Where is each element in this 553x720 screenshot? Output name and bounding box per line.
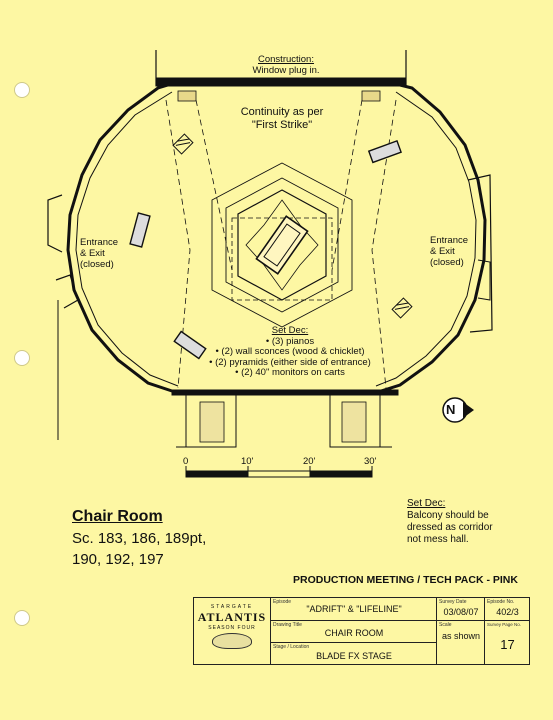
scale-value: as shown bbox=[441, 631, 481, 641]
stage-value: BLADE FX STAGE bbox=[316, 651, 392, 661]
set-dec-title: Set Dec: bbox=[271, 325, 309, 336]
piano-left bbox=[129, 212, 151, 248]
binder-hole-bottom bbox=[14, 610, 30, 626]
logo-top: STARGATE bbox=[210, 604, 254, 610]
scenes-line-1: Sc. 183, 186, 189pt, bbox=[72, 530, 207, 547]
outer-wall-right bbox=[377, 83, 487, 394]
set-dec-item: • (2) pyramids (either side of entrance) bbox=[209, 356, 371, 368]
stage-label: Stage / Location bbox=[273, 644, 310, 650]
entrance-right-line: Entrance bbox=[430, 235, 469, 246]
scale-tick-10: 10' bbox=[241, 456, 254, 467]
drawing-title-cell: Drawing Title CHAIR ROOM bbox=[270, 620, 437, 643]
construction-title: Construction: bbox=[258, 54, 314, 65]
top-wall bbox=[155, 77, 407, 87]
window-plug-right bbox=[361, 90, 381, 102]
episode-value: "ADRIFT" & "LIFELINE" bbox=[306, 604, 402, 614]
piano-bottom bbox=[173, 330, 207, 360]
hatched-pyramid-2 bbox=[391, 297, 413, 319]
scale-tick-20: 20' bbox=[303, 456, 316, 467]
logo-main: ATLANTIS bbox=[197, 610, 267, 624]
set-dec-list: Set Dec: • (3) pianos • (2) wall sconces… bbox=[200, 325, 380, 379]
construction-text: Window plug in. bbox=[252, 65, 320, 76]
episode-no-value: 402/3 bbox=[496, 607, 519, 617]
balcony-note-line: Balcony should be bbox=[407, 510, 489, 521]
balcony-note-line: dressed as corridor bbox=[407, 522, 493, 533]
drawing-title-label: Drawing Title bbox=[273, 622, 302, 628]
continuity-line-2: "First Strike" bbox=[251, 119, 313, 131]
survey-date-value: 03/08/07 bbox=[443, 607, 479, 617]
north-arrow bbox=[442, 397, 474, 423]
piano-top-right bbox=[367, 139, 402, 164]
entrance-left-label: Entrance & Exit (closed) bbox=[80, 237, 118, 270]
set-dec-item: • (3) pianos bbox=[265, 335, 315, 347]
set-dec-item: • (2) 40" monitors on carts bbox=[235, 367, 345, 378]
episode-no-cell: Episode No. 402/3 bbox=[484, 598, 530, 620]
title-block: STARGATE ATLANTIS SEASON FOUR Episode "A… bbox=[193, 597, 530, 665]
window-plug-left bbox=[177, 90, 197, 102]
entrance-right-label: Entrance & Exit (closed) bbox=[430, 235, 468, 268]
pack-header: PRODUCTION MEETING / TECH PACK - PINK bbox=[293, 574, 518, 586]
scale-bar bbox=[185, 466, 373, 478]
balcony-note-title: Set Dec: bbox=[407, 498, 446, 509]
binder-hole-middle bbox=[14, 350, 30, 366]
outer-wall bbox=[66, 83, 176, 394]
entrance-left-line: Entrance bbox=[80, 237, 119, 248]
continuity-line-1: Continuity as per bbox=[240, 106, 324, 118]
logo-emblem-icon bbox=[212, 633, 252, 649]
middle-hexagon bbox=[225, 177, 339, 313]
entrance-left-line: (closed) bbox=[80, 259, 114, 270]
entrance-right-line: (closed) bbox=[430, 257, 464, 268]
construction-note: Construction: Window plug in. bbox=[236, 54, 336, 76]
room-title: Chair Room bbox=[72, 508, 163, 525]
survey-page-cell: Survey Page No. 17 bbox=[484, 620, 530, 665]
logo-sub: SEASON FOUR bbox=[208, 625, 256, 631]
scale-tick-30: 30' bbox=[364, 456, 377, 467]
balcony-note-line: not mess hall. bbox=[407, 534, 469, 545]
scale-cell: Scale as shown bbox=[436, 620, 485, 665]
binder-hole-top bbox=[14, 82, 30, 98]
chair bbox=[255, 215, 309, 275]
logo: STARGATE ATLANTIS SEASON FOUR bbox=[194, 598, 270, 664]
stage-cell: Stage / Location BLADE FX STAGE bbox=[270, 642, 437, 665]
episode-no-label: Episode No. bbox=[487, 599, 515, 605]
bottom-wall bbox=[171, 389, 399, 396]
north-label: N bbox=[446, 402, 456, 417]
survey-page-label: Survey Page No. bbox=[487, 622, 522, 627]
balcony-note: Set Dec: Balcony should be dressed as co… bbox=[407, 498, 493, 546]
entrance-right-line: & Exit bbox=[430, 246, 455, 257]
scale-tick-0: 0 bbox=[183, 456, 189, 467]
survey-date-label: Survey Date bbox=[439, 599, 467, 605]
continuity-note: Continuity as per "First Strike" bbox=[222, 106, 342, 132]
episode-label: Episode bbox=[273, 599, 292, 605]
episode-cell: Episode "ADRIFT" & "LIFELINE" bbox=[270, 598, 437, 620]
entrance-left-line: & Exit bbox=[80, 248, 105, 259]
set-dec-item: • (2) wall sconces (wood & chicklet) bbox=[215, 346, 365, 357]
survey-page-value: 17 bbox=[500, 637, 515, 652]
outer-hexagon bbox=[211, 162, 353, 328]
survey-date-cell: Survey Date 03/08/07 bbox=[436, 598, 485, 620]
scale-label: Scale bbox=[439, 622, 452, 628]
hatched-pyramid-1 bbox=[172, 133, 194, 155]
scenes-line-2: 190, 192, 197 bbox=[72, 551, 164, 568]
drawing-title-value: CHAIR ROOM bbox=[324, 628, 384, 638]
